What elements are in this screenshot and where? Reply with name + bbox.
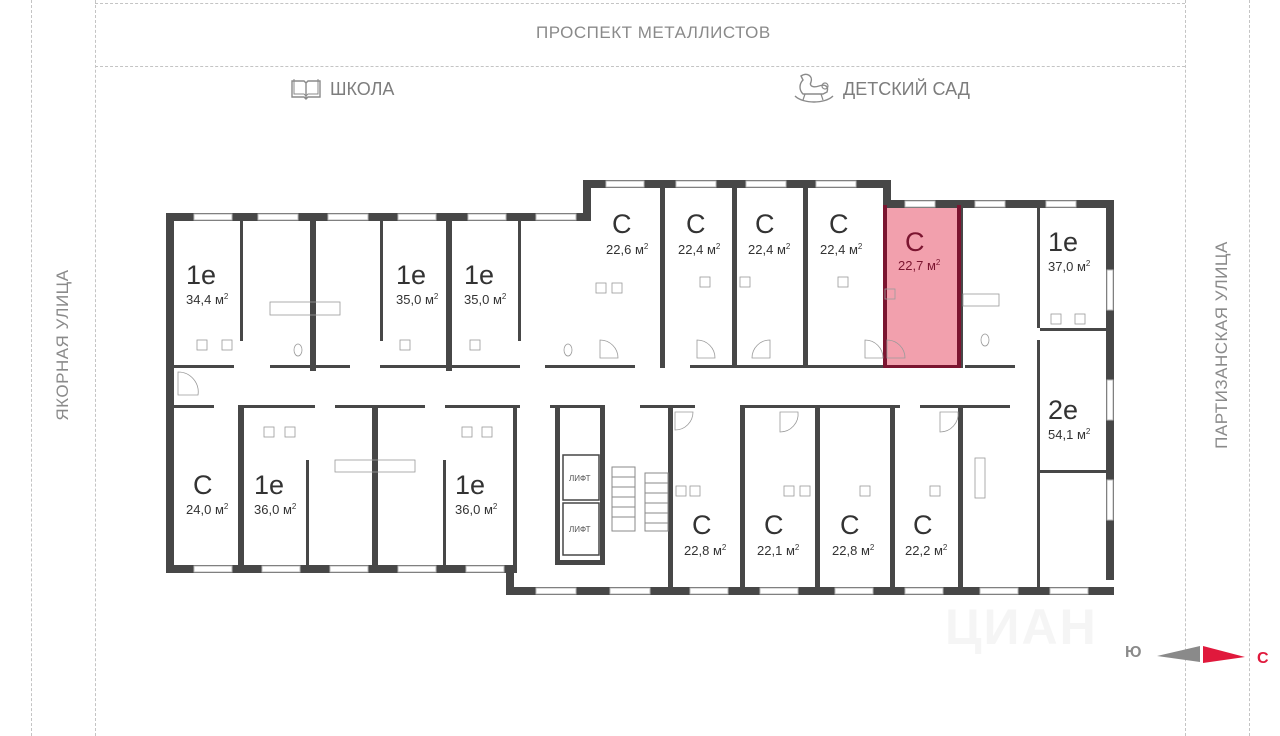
compass-south-label: Ю [1125, 644, 1142, 661]
compass-north-label: С [1257, 650, 1269, 667]
apartment-type: 1e [1048, 227, 1079, 257]
apartment-type: 1e [186, 260, 217, 290]
apartment-area: 54,1 м2 [1048, 427, 1091, 442]
apartment-area: 36,0 м2 [455, 502, 498, 517]
stairs [611, 466, 669, 532]
street-label-top: ПРОСПЕКТ МЕТАЛЛИСТОВ [536, 23, 771, 42]
poi-kindergarten: ДЕТСКИЙ САД [793, 72, 970, 106]
street-boundary-top [95, 3, 1185, 4]
apartment-area: 22,4 м2 [678, 242, 721, 257]
apartment-area: 22,8 м2 [684, 543, 727, 558]
poi-school: ШКОЛА [290, 78, 394, 100]
compass-north-arrow [1203, 646, 1245, 663]
apartment-type: 1e [464, 260, 495, 290]
apartment-area: 37,0 м2 [1048, 259, 1091, 274]
poi-label-school: ШКОЛА [330, 78, 395, 99]
highlighted-apartment-fill[interactable] [883, 205, 961, 368]
apartment-type: 1e [254, 470, 285, 500]
street-boundary-top-inner [95, 66, 1185, 67]
apartment-type: С [692, 510, 712, 540]
apartment-type: С [686, 209, 706, 239]
apartment-type: С [840, 510, 860, 540]
apartment-area: 24,0 м2 [186, 502, 229, 517]
rocking-horse-icon [793, 72, 835, 106]
highlighted-apartment-walls [883, 205, 961, 368]
windows [193, 180, 1114, 595]
apartment-type: С [905, 227, 925, 257]
apartment-type: 1e [396, 260, 427, 290]
street-boundary-left-inner [95, 0, 96, 736]
apartment-area: 22,4 м2 [820, 242, 863, 257]
apartment-type: С [764, 510, 784, 540]
apartment-area: 22,6 м2 [606, 242, 649, 257]
apartment-area: 34,4 м2 [186, 292, 229, 307]
apartment-type: С [829, 209, 849, 239]
street-boundary-right-outer [1249, 0, 1250, 736]
apartment-area: 22,1 м2 [757, 543, 800, 558]
lift-label: ЛИФТ [569, 525, 591, 534]
apartment-area: 36,0 м2 [254, 502, 297, 517]
apartment-area: 22,2 м2 [905, 543, 948, 558]
lift-label: ЛИФТ [569, 474, 591, 483]
compass-arrow [1157, 646, 1245, 663]
book-icon [290, 78, 322, 100]
apartment-type: 1e [455, 470, 486, 500]
apartment-type: С [612, 209, 632, 239]
poi-label-kindergarten: ДЕТСКИЙ САД [843, 78, 970, 99]
apartment-type: С [913, 510, 933, 540]
compass-south-arrow [1157, 646, 1200, 662]
apartment-area: 22,7 м2 [898, 258, 941, 273]
apartment-type: С [193, 470, 213, 500]
lift-shafts [562, 454, 600, 556]
street-boundary-right-inner [1185, 0, 1186, 736]
fixtures [177, 276, 1086, 499]
apartment-area: 22,8 м2 [832, 543, 875, 558]
apartment-type: С [755, 209, 775, 239]
apartment-area: 35,0 м2 [464, 292, 507, 307]
apartment-type: 2e [1048, 395, 1079, 425]
watermark: ЦИАН [945, 599, 1098, 655]
apartment-area: 22,4 м2 [748, 242, 791, 257]
apartment-area: 35,0 м2 [396, 292, 439, 307]
street-boundary-left-outer [31, 0, 32, 736]
